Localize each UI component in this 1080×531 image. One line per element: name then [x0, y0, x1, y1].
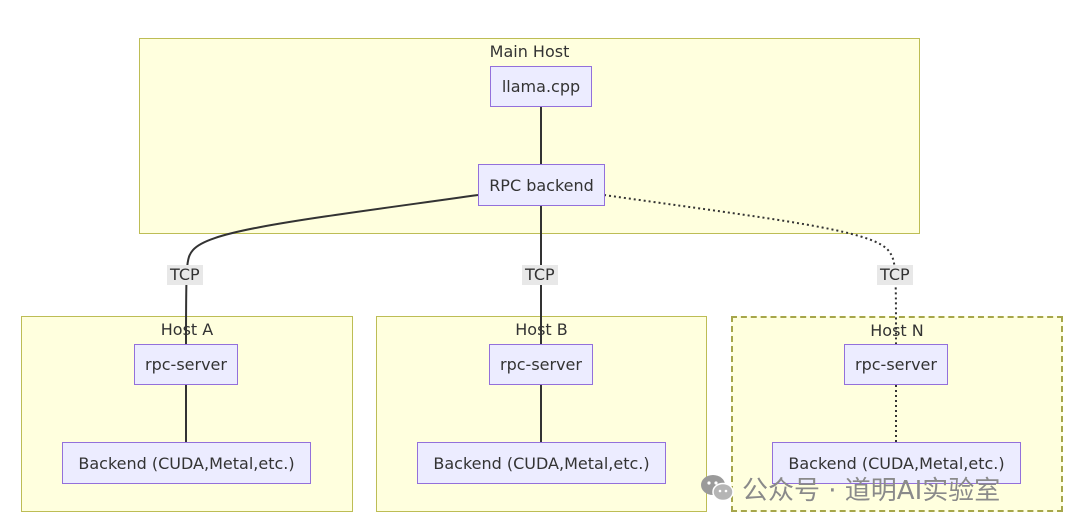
host-n-title: Host N	[870, 321, 924, 340]
node-rpc-backend: RPC backend	[478, 164, 605, 206]
node-backend-b: Backend (CUDA,Metal,etc.)	[417, 442, 666, 484]
node-backend-n: Backend (CUDA,Metal,etc.)	[772, 442, 1021, 484]
edge-label-tcp-b: TCP	[522, 265, 558, 285]
edge-label-tcp-n: TCP	[877, 265, 913, 285]
edge-label-tcp-a: TCP	[167, 265, 203, 285]
watermark: 公众号 · 道明AI实验室	[700, 470, 1000, 506]
edge-rpc-to-host-n	[603, 194, 897, 346]
node-rpc-server-b: rpc-server	[489, 344, 593, 385]
wechat-icon	[700, 473, 734, 503]
main-host-title: Main Host	[489, 42, 570, 61]
node-llama-cpp: llama.cpp	[490, 66, 592, 107]
node-backend-a: Backend (CUDA,Metal,etc.)	[62, 442, 311, 484]
node-rpc-server-a: rpc-server	[134, 344, 238, 385]
node-rpc-server-n: rpc-server	[844, 344, 948, 385]
watermark-text: 公众号 · 道明AI实验室	[742, 475, 1001, 506]
edge-rpc-to-host-a	[185, 194, 479, 346]
